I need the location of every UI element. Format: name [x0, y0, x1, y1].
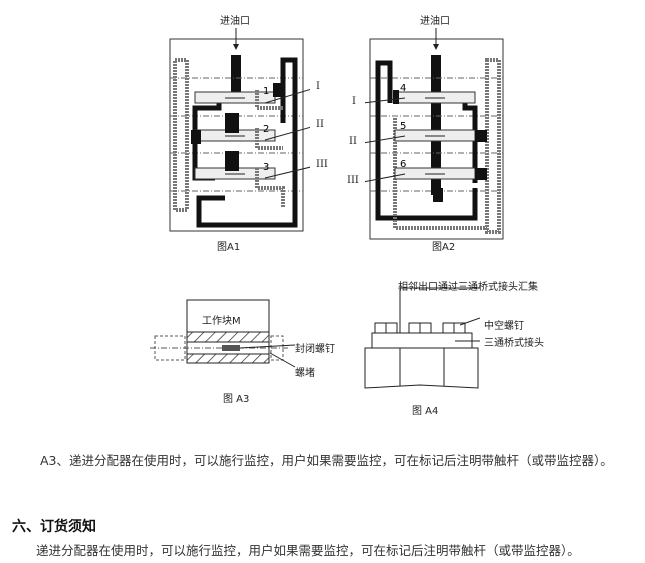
figure-caption: 图 A3	[223, 394, 250, 405]
piston-number: 6	[400, 159, 406, 170]
piston-number: 4	[400, 83, 406, 94]
mark-label: III	[316, 159, 328, 170]
section-text: 递进分配器在使用时，可以施行监控，用户如果需要监控，可在标记后注明带触杆（或带监…	[36, 543, 580, 558]
section-heading: 六、订货须知	[12, 519, 96, 535]
piston-number: 3	[263, 162, 269, 173]
distributor-diagram-a2: 4 5 6	[365, 28, 504, 240]
mark-label: III	[347, 175, 359, 186]
tee-joint-diagram	[364, 287, 480, 389]
plug-label: 螺堵	[295, 368, 315, 379]
figure-caption: 图 A4	[412, 406, 439, 417]
mark-label: II	[316, 119, 324, 130]
piston-number: 1	[263, 86, 269, 97]
figure-caption: 图A1	[217, 242, 241, 253]
distributor-diagram-a1: 1 2 3	[169, 28, 310, 232]
figure-caption: 图A2	[432, 242, 456, 253]
hollow-screw-label: 中空螺钉	[484, 321, 524, 332]
collect-label: 相邻出口通过三通桥式接头汇集	[398, 282, 538, 293]
monitor-note: A3、递进分配器在使用时，可以施行监控，用户如果需要监控，可在标记后注明带触杆（…	[40, 453, 613, 468]
seal-screw-label: 封闭螺钉	[295, 344, 335, 355]
inlet-label: 进油口	[220, 16, 250, 27]
mark-label: I	[316, 81, 320, 92]
piston-number: 2	[263, 124, 269, 135]
mark-label: II	[349, 136, 357, 147]
mark-label: I	[352, 96, 356, 107]
work-block-diagram	[150, 299, 296, 368]
piston-number: 5	[400, 121, 406, 132]
inlet-label: 进油口	[420, 16, 450, 27]
work-block-label: 工作块M	[202, 316, 241, 327]
figure-a1: 进油口 1 2 3 图A1	[165, 8, 310, 253]
tee-joint-label: 三通桥式接头	[484, 338, 544, 349]
figure-a2: 进油口 4 5 6 图A2	[365, 8, 510, 253]
